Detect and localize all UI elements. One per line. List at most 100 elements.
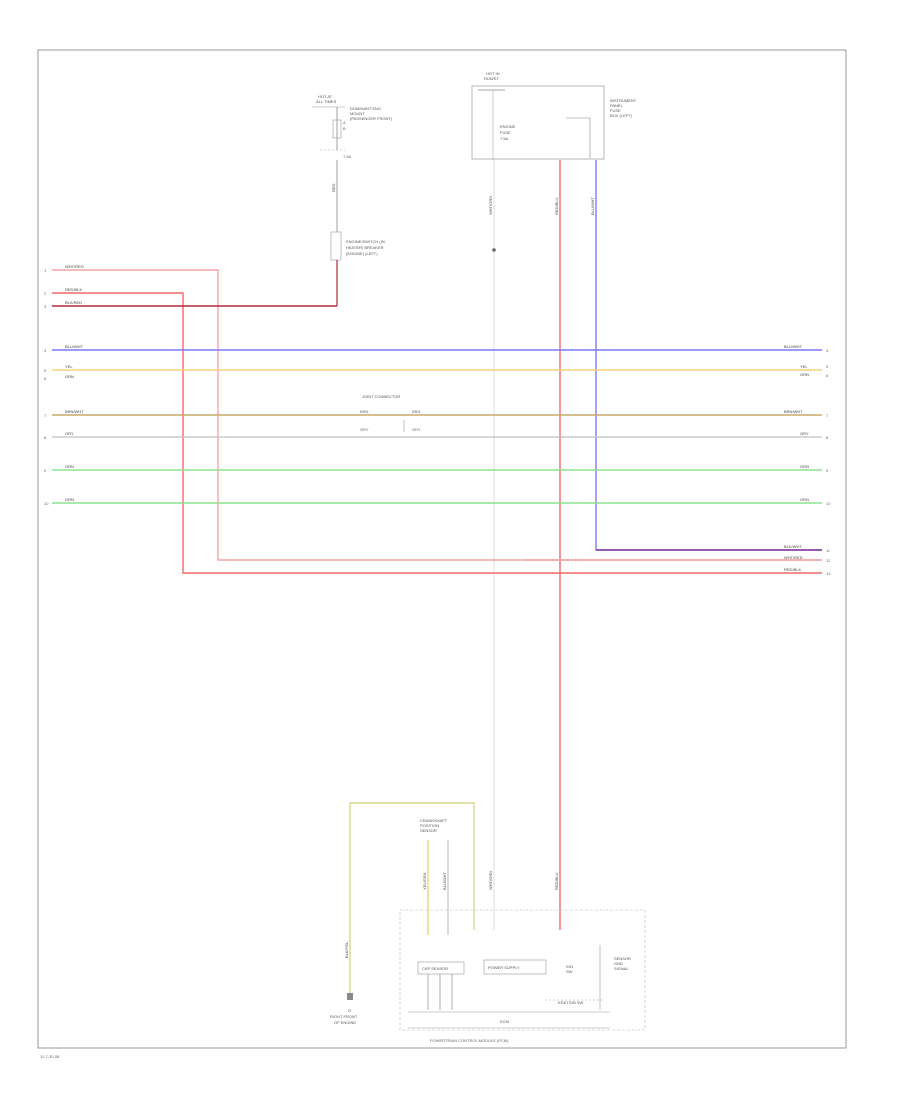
ground-wire-label: BLK/YEL (344, 941, 349, 958)
joint-connector-title: JOINT CONNECTOR (362, 394, 400, 399)
left-wire-labels: 1 WHT/RED 2 RED/BLK 3 BLK/RED 4 BLU/WHT … (44, 264, 84, 506)
breaker-icon (330, 231, 342, 261)
relay-desc-3: FUSE (610, 108, 621, 113)
breaker-desc-3: (ENGINE) (LEFT) (346, 251, 378, 256)
breaker-assembly: ENGINE/SWITCH (IN HEATER) BREAKER (ENGIN… (330, 231, 385, 306)
left-pin-2: 2 (44, 291, 47, 296)
right-label-4: BLU/WHT (784, 344, 803, 349)
pcm-power-block (483, 959, 547, 975)
breaker-desc-2: HEATER) BREAKER (346, 245, 384, 250)
ground-label-3: OF ENGINE (334, 1020, 356, 1025)
pcm-title: POWERTRAIN CONTROL MODULE (PCM) (430, 1038, 509, 1043)
sensor-label-1: CRANKSHAFT (420, 818, 448, 823)
relay-box: HOT IN RUN/ST ENGINE FUSE 7.5A INSTRUMEN… (471, 71, 637, 160)
relay-inner-3: 7.5A (500, 136, 509, 141)
fuse-wire-label: RED (331, 183, 336, 192)
left-label-2: RED/BLK (65, 287, 82, 292)
relay-desc-1: INSTRUMENT (610, 98, 637, 103)
fuse-desc-3: (PASSENGER FRONT) (350, 116, 393, 121)
right-pin-8: 8 (826, 435, 829, 440)
fuse-desc-2: MOUNT (350, 111, 365, 116)
relay-output-wires: WHT/GRN RED/BLU BLU/WHT (488, 160, 822, 930)
left-label-6: GRN (65, 374, 74, 379)
relay-wire-label-2: RED/BLU (554, 198, 559, 215)
right-label-5: YEL (800, 364, 808, 369)
left-pin-4: 4 (44, 348, 47, 353)
right-pin-12: 12 (826, 558, 831, 563)
relay-inner-2: FUSE (500, 130, 511, 135)
right-label-11: BLK/WHT (784, 544, 802, 549)
sensor-wire-label-2: BLU/WHT (442, 871, 447, 890)
ground-icon (347, 993, 353, 1000)
wire-red-blk-route (52, 292, 822, 574)
left-pin-9: 9 (44, 468, 47, 473)
right-label-9: GRN (800, 464, 809, 469)
left-pin-1: 1 (44, 268, 47, 273)
pcm-ckp-block (417, 961, 465, 975)
relay-box-label-2: RUN/ST (484, 76, 499, 81)
fuse-icon (332, 119, 342, 139)
pcm-right-3: SIGNAL (614, 966, 629, 971)
pcm-sw-label: SW (566, 969, 573, 974)
fuse-box-label-1: HOT AT (318, 94, 333, 99)
fuse-assembly: HOT AT ALL TIMES A B 7.5A DOMINANT ENG M… (312, 94, 393, 232)
left-pin-5: 5 (44, 368, 47, 373)
left-label-8: GRY (65, 431, 74, 436)
left-label-1: WHT/RED (65, 264, 84, 269)
diagram-border (37, 49, 847, 1049)
ground-label-1: G (348, 1008, 351, 1013)
fuse-desc-1: DOMINANT ENG (350, 106, 381, 111)
horizontal-bus (52, 349, 822, 504)
wire-blu-wht-route (595, 160, 822, 551)
fuse-rating: 7.5A (343, 154, 352, 159)
joint-pin-3: BRN (412, 409, 421, 414)
left-label-10: GRN (65, 497, 74, 502)
joint-pin-4: GRY (412, 427, 421, 432)
right-pin-5: 5 (826, 364, 829, 369)
left-label-4: BLU/WHT (65, 344, 84, 349)
left-top-wires (52, 269, 822, 574)
left-pin-6: 6 (44, 376, 47, 381)
sensor-label-2: POSITION (420, 823, 439, 828)
pcm-right-2: GND (614, 961, 623, 966)
pcm-right-1: SENSOR (614, 956, 631, 961)
right-label-8: GRY (800, 431, 809, 436)
right-label-12: WHT/RED (784, 555, 803, 560)
relay-inner-1: ENGINE (500, 124, 516, 129)
joint-pin-1: BRN (360, 409, 369, 414)
relay-desc-2: PANEL (610, 103, 624, 108)
ground-label-2: RIGHT FRONT (330, 1014, 358, 1019)
right-pin-9: 9 (826, 468, 829, 473)
left-pin-10: 10 (44, 501, 49, 506)
right-label-13: RED/BLK (784, 567, 801, 572)
sensor-wire-label-1: YEL/GRN (422, 872, 427, 890)
right-pin-7: 7 (826, 413, 829, 418)
right-label-10: GRN (800, 497, 809, 502)
joint-pin-2: GRY (360, 427, 369, 432)
wire-ground-loop (349, 802, 475, 1000)
left-label-7: BRN/WHT (65, 409, 84, 414)
left-pin-3: 3 (44, 304, 47, 309)
pcm-ign-label: IGN (566, 964, 573, 969)
left-pin-7: 7 (44, 413, 47, 418)
fuse-pin-b: B (343, 126, 346, 131)
module-wire-label-2: RED/BLU (554, 873, 559, 890)
right-label-7: BRN/WHT (784, 409, 803, 414)
fuse-box-label-2: ALL TIMES (316, 99, 337, 104)
right-label-6: GRN (800, 372, 809, 377)
left-label-9: GRN (65, 464, 74, 469)
relay-box-label-1: HOT IN (486, 71, 500, 76)
relay-wire-label-1: WHT/GRN (488, 196, 493, 215)
relay-wire-label-3: BLU/WHT (590, 196, 595, 215)
pcm-ecm-label: ECM (500, 1019, 509, 1024)
sensor-label-3: SENSOR (420, 828, 437, 833)
right-pin-10: 10 (826, 501, 831, 506)
right-wire-labels: BLU/WHT 4 YEL 5 GRN 6 BRN/WHT 7 GRY 8 GR… (784, 344, 831, 576)
pcm-ckp-label: CKP SENSOR (422, 966, 448, 971)
fuse-pin-a: A (343, 120, 346, 125)
breaker-desc-1: ENGINE/SWITCH (IN (346, 239, 385, 244)
left-label-3: BLK/RED (65, 300, 82, 305)
right-pin-4: 4 (826, 348, 829, 353)
left-label-5: YEL (65, 364, 73, 369)
